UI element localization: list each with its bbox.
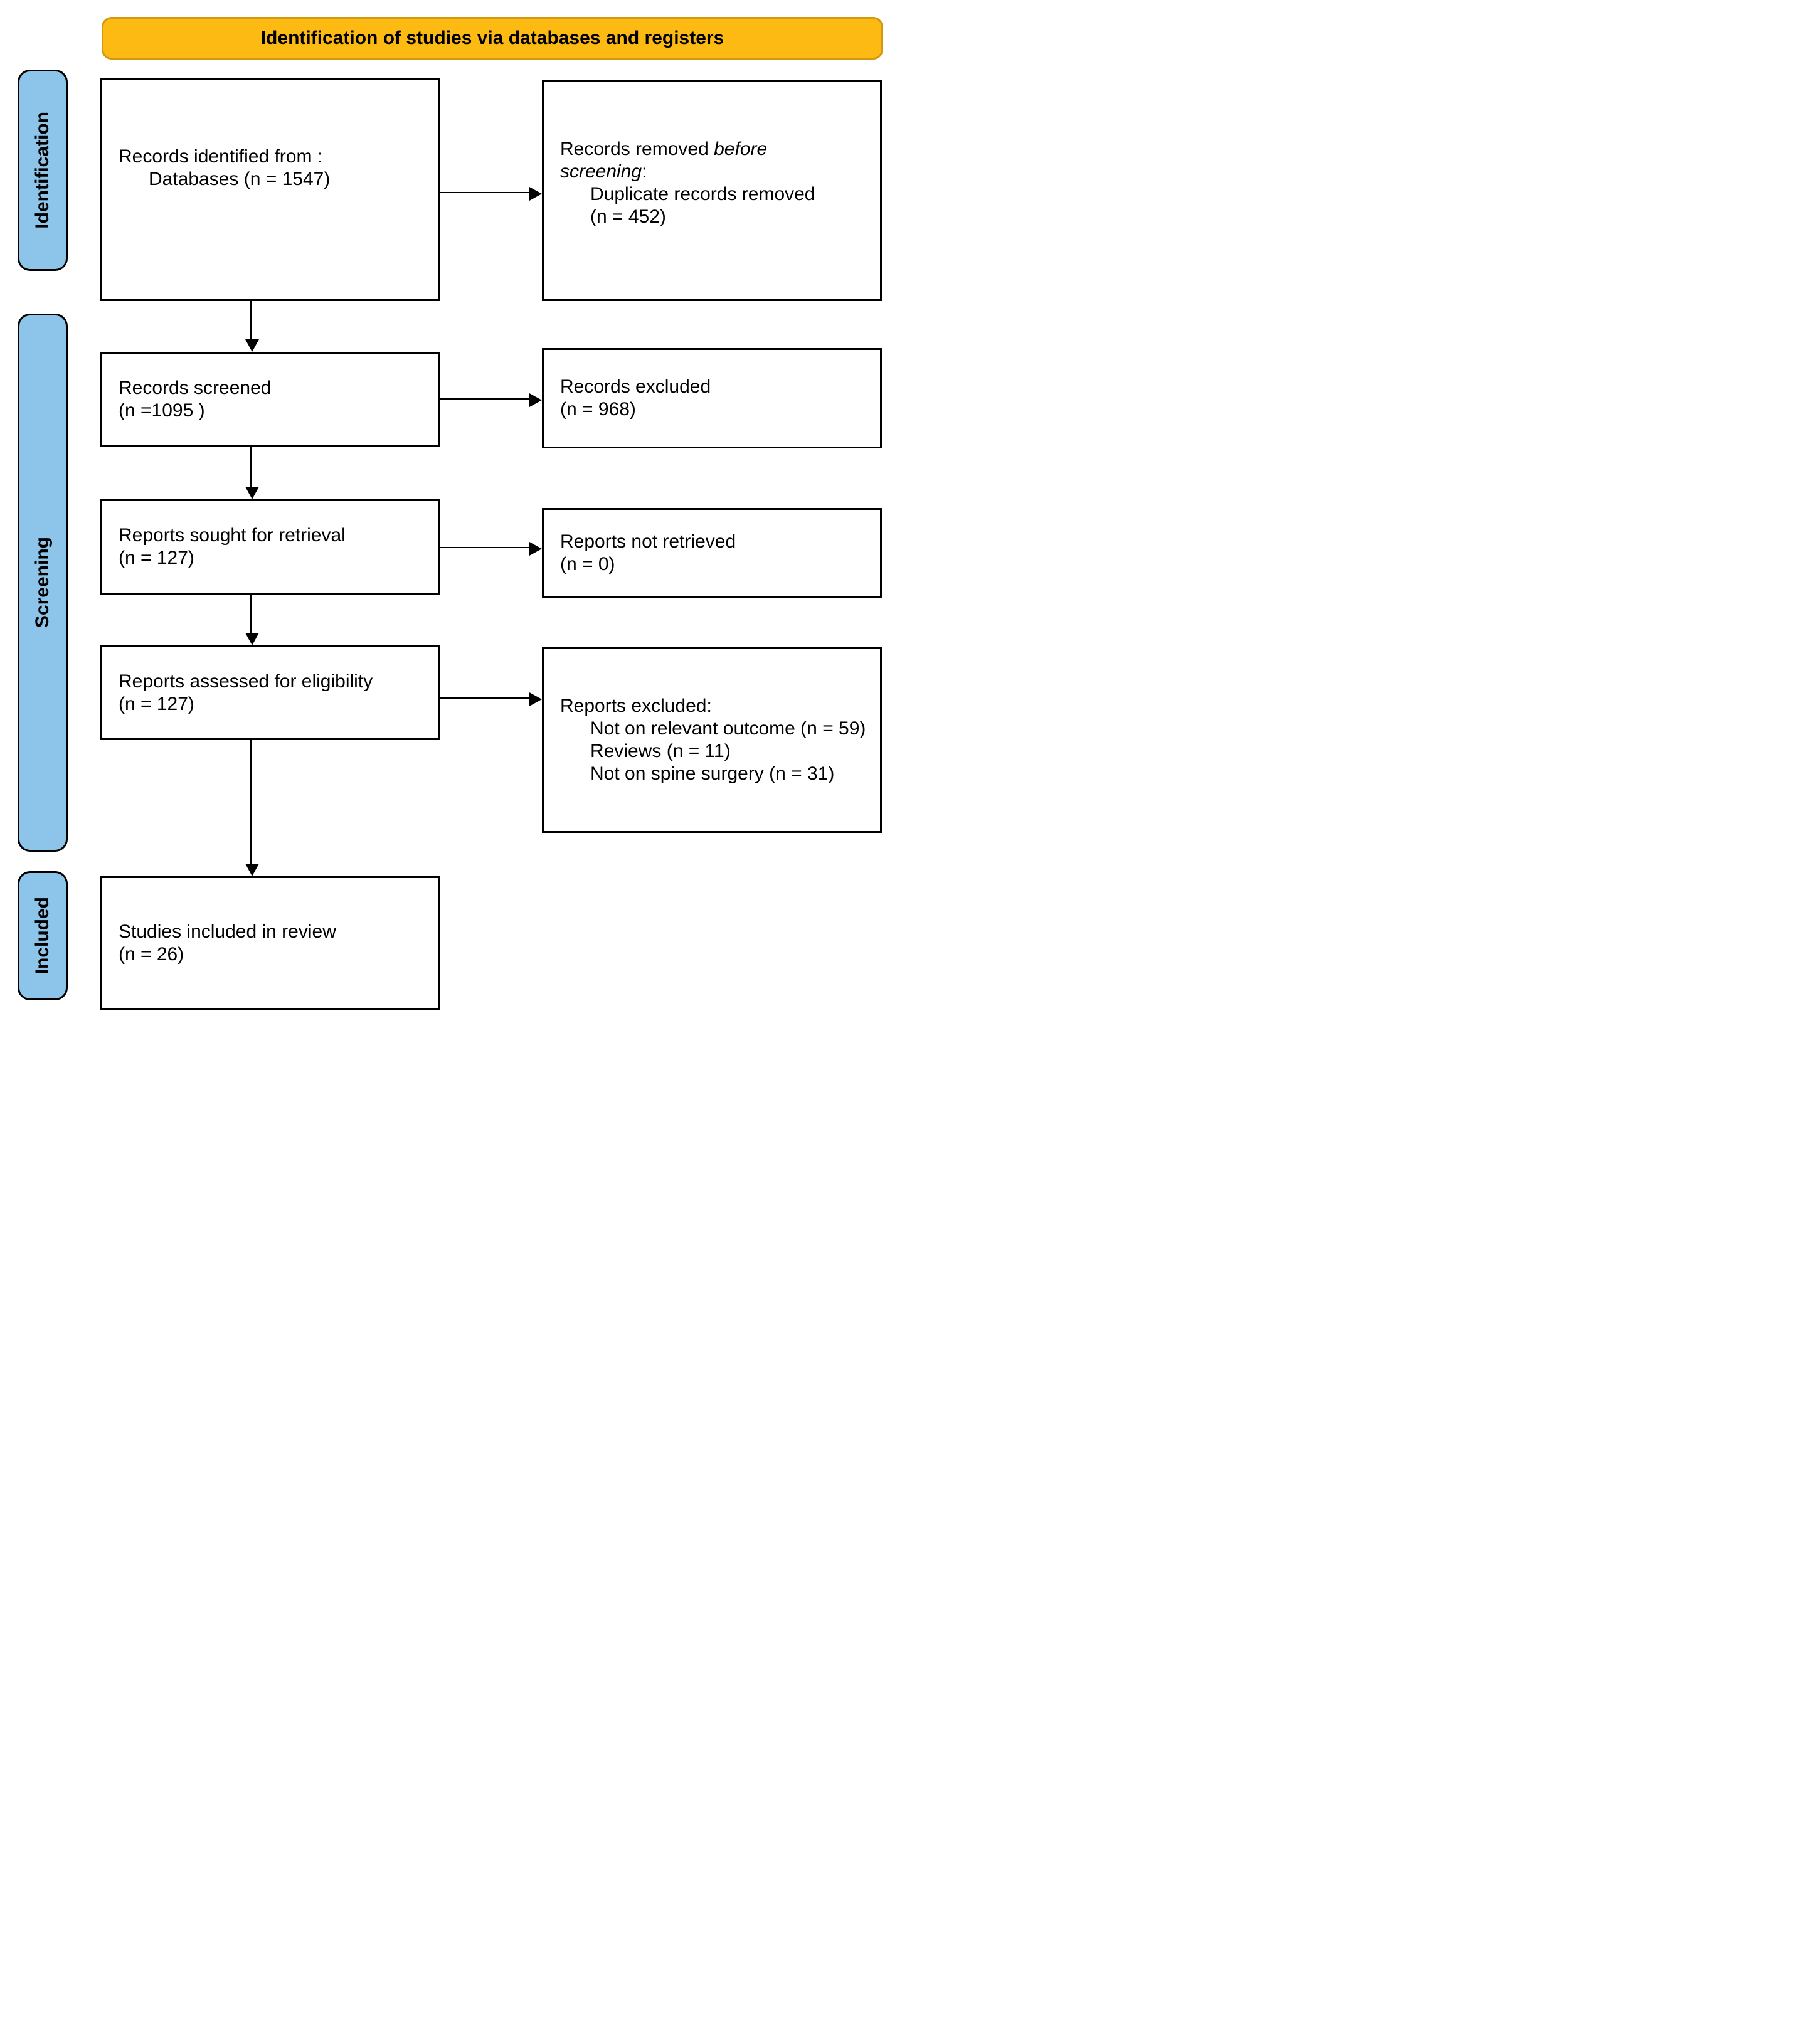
reports-excluded-heading: Reports excluded: xyxy=(560,696,712,716)
banner: Identification of studies via databases … xyxy=(102,17,883,60)
reports-sought-line2: (n = 127) xyxy=(119,548,194,568)
records-excluded-line2: (n = 968) xyxy=(560,399,636,420)
reports-sought-line1: Reports sought for retrieval xyxy=(119,525,346,546)
reports-not-retrieved-line1: Reports not retrieved xyxy=(560,531,736,552)
reports-excluded-item-1: Not on relevant outcome (n = 59) xyxy=(590,718,866,739)
box-records-identified-text: Records identified from : Databases (n =… xyxy=(119,146,427,191)
reports-assessed-line1: Reports assessed for eligibility xyxy=(119,670,373,692)
records-screened-line2: (n =1095 ) xyxy=(119,400,205,421)
studies-included-line2: (n = 26) xyxy=(119,943,184,965)
box-records-removed-text: Records removed before screening: Duplic… xyxy=(560,138,869,228)
records-identified-line1: Records identified from : xyxy=(119,146,323,167)
records-removed-line2-italic: screening xyxy=(560,161,642,182)
arrow-sought-to-not-retrieved xyxy=(440,542,542,556)
records-removed-line4: (n = 452) xyxy=(590,206,666,227)
box-records-screened: Records screened (n =1095 ) xyxy=(100,352,440,447)
box-records-removed: Records removed before screening: Duplic… xyxy=(542,80,882,301)
box-reports-not-retrieved: Reports not retrieved (n = 0) xyxy=(542,508,882,598)
studies-included-line1: Studies included in review xyxy=(119,921,336,942)
stage-label-screening-text: Screening xyxy=(32,537,53,628)
stage-label-identification-text: Identification xyxy=(32,112,53,229)
arrow-identified-to-removed xyxy=(440,187,542,201)
records-removed-line1-italic: before xyxy=(714,138,768,159)
arrow-screened-to-excluded xyxy=(440,393,542,407)
stage-label-included-text: Included xyxy=(32,897,53,975)
arrow-identified-to-screened xyxy=(245,301,259,352)
box-reports-assessed: Reports assessed for eligibility (n = 12… xyxy=(100,645,440,740)
arrow-assessed-to-included xyxy=(245,740,259,876)
banner-title: Identification of studies via databases … xyxy=(260,28,724,48)
stage-label-screening: Screening xyxy=(18,314,68,852)
box-reports-excluded: Reports excluded: Not on relevant outcom… xyxy=(542,647,882,833)
arrow-sought-to-assessed xyxy=(245,595,259,645)
records-identified-line2: Databases (n = 1547) xyxy=(149,169,331,189)
stage-label-identification: Identification xyxy=(18,70,68,271)
records-removed-line1-pre: Records removed xyxy=(560,138,714,159)
records-excluded-line1: Records excluded xyxy=(560,376,711,397)
records-removed-line2-post: : xyxy=(642,161,647,182)
prisma-flow-diagram: Identification of studies via databases … xyxy=(0,0,899,1022)
records-screened-line1: Records screened xyxy=(119,378,272,398)
records-removed-line2: screening: xyxy=(560,161,869,183)
reports-assessed-line2: (n = 127) xyxy=(119,693,194,714)
box-studies-included: Studies included in review (n = 26) xyxy=(100,876,440,1010)
reports-excluded-item-3: Not on spine surgery (n = 31) xyxy=(590,763,835,784)
box-records-identified: Records identified from : Databases (n =… xyxy=(100,78,440,301)
box-reports-sought: Reports sought for retrieval (n = 127) xyxy=(100,499,440,595)
records-removed-line1: Records removed before xyxy=(560,138,869,161)
reports-excluded-item-2: Reviews (n = 11) xyxy=(590,741,731,761)
arrow-screened-to-sought xyxy=(245,447,259,499)
records-removed-line3: Duplicate records removed xyxy=(590,183,815,204)
arrow-assessed-to-reports-excluded xyxy=(440,692,542,706)
reports-not-retrieved-line2: (n = 0) xyxy=(560,553,615,575)
box-records-excluded: Records excluded (n = 968) xyxy=(542,348,882,448)
stage-label-included: Included xyxy=(18,871,68,1000)
